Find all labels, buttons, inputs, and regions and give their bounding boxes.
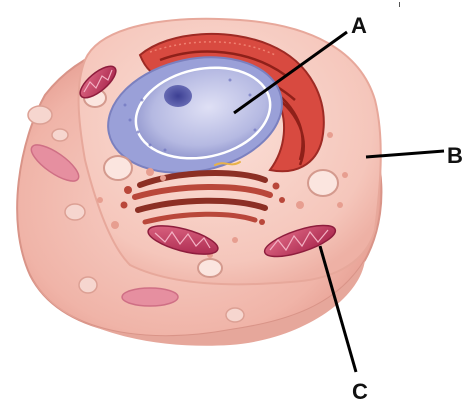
vacuole	[308, 170, 338, 196]
lysosome	[122, 288, 178, 306]
vesicle	[79, 277, 97, 293]
label-b: B	[447, 145, 463, 167]
nucleolus	[164, 85, 192, 107]
label-a: A	[351, 15, 367, 37]
vesicle	[226, 308, 244, 322]
vesicle	[52, 129, 68, 141]
stray-mark	[399, 2, 400, 7]
label-c: C	[352, 381, 368, 403]
vesicle	[28, 106, 52, 124]
vacuole	[198, 259, 222, 277]
vesicle	[65, 204, 85, 220]
vacuole	[104, 156, 132, 180]
